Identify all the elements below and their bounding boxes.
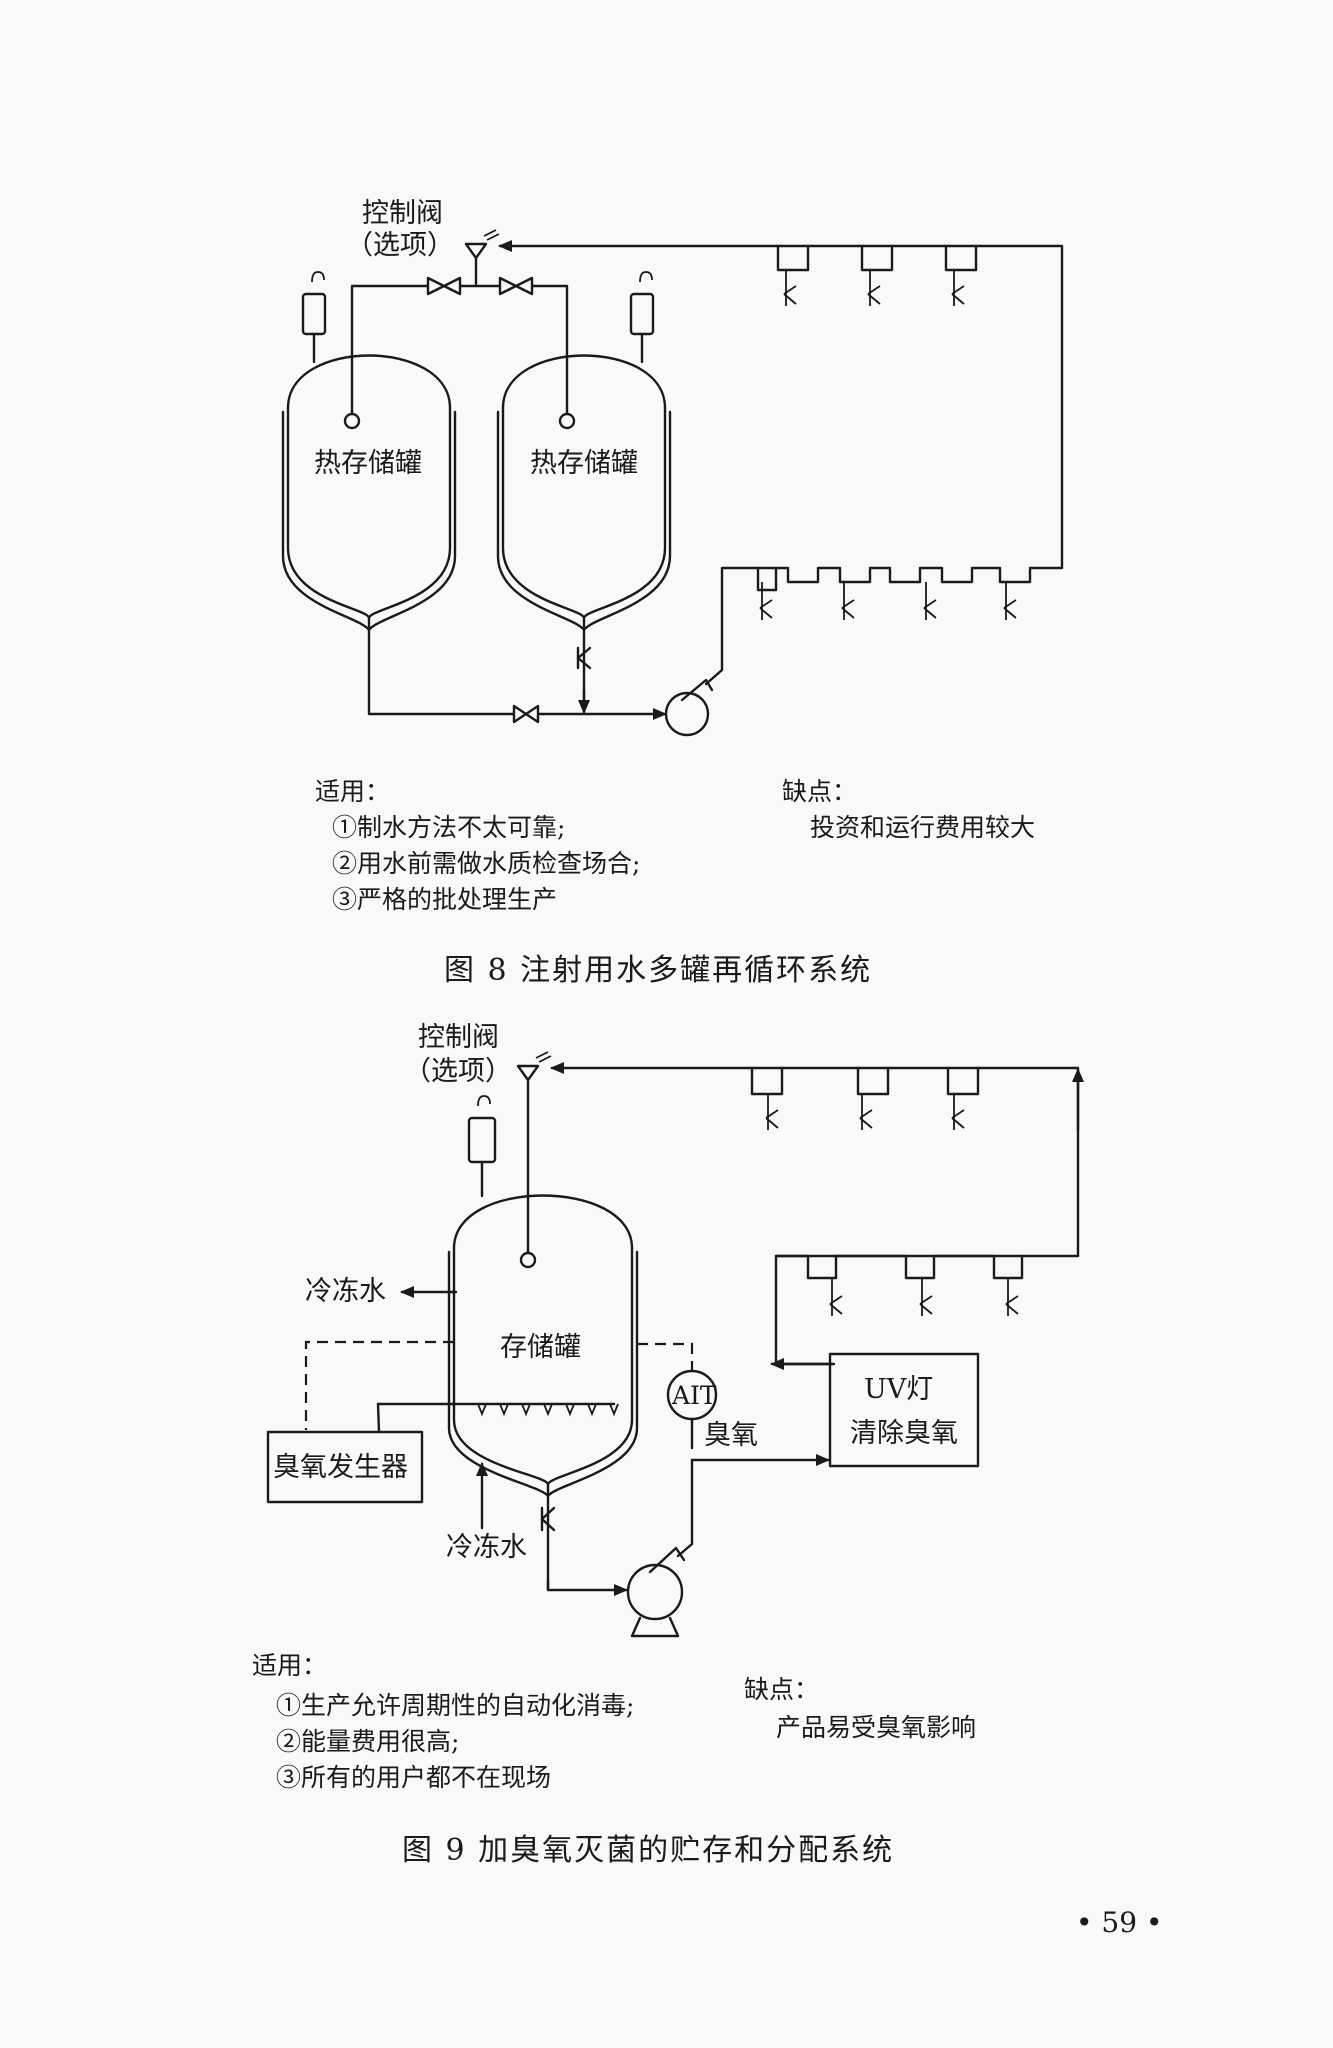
fig8-manifold-line [350,284,569,418]
fig8-applicable-item-2: ②用水前需做水质检查场合; [332,849,640,878]
fig8-tank-left [281,354,457,632]
fig9-applicable-item-2: ②能量费用很高; [276,1727,459,1756]
figure-8: 控制阀 （选项） [281,198,1064,988]
fig9-ait-dashed-line [637,1342,694,1370]
fig8-lower-user-valves [756,566,1017,620]
fig8-bottom-valve-icon [512,704,540,724]
fig8-drawbacks-title: 缺点： [782,777,857,806]
fig8-control-valve-icon [464,229,500,286]
fig9-optional-label: （选项） [404,1056,512,1087]
fig9-return-line [550,1062,1080,1258]
fig8-applicable-title: 适用： [315,777,390,806]
fig8-applicable-item-1: ①制水方法不太可靠; [332,813,565,842]
fig9-control-valve-label: 控制阀 [418,1022,499,1053]
fig9-ozone-dashed-line [304,1340,454,1430]
fig8-vent-filter-left-icon [301,271,327,364]
fig8-pump-icon [664,678,714,737]
fig9-lower-user-valves [829,1278,1019,1316]
fig9-tank-label: 存储罐 [500,1332,581,1363]
fig9-chilled-water-out-label: 冷冻水 [305,1276,386,1307]
fig9-drain-valve-icon [540,1506,556,1532]
fig9-applicable-title: 适用： [252,1651,327,1680]
fig9-drawbacks-item-1: 产品易受臭氧影响 [776,1713,976,1742]
fig8-tank-right [496,354,672,632]
fig8-pump-outlet-line [704,556,1064,686]
fig9-control-valve-icon [516,1051,552,1082]
fig8-optional-label: （选项） [346,230,454,261]
fig8-vent-filter-right-icon [629,271,655,364]
fig9-ait-label: AIT [671,1381,717,1410]
fig9-drawbacks-title: 缺点： [744,1675,819,1704]
figure-9: 控制阀 （选项） 存储罐 冷冻水 [252,1022,1084,1868]
fig9-vent-filter-icon [467,1095,497,1198]
fig9-inlet-icon [519,1251,537,1269]
fig8-return-line [498,240,1064,560]
fig9-applicable-item-1: ①生产允许周期性的自动化消毒; [276,1691,634,1720]
fig8-bottom-line [367,616,667,720]
fig8-upper-loop [776,244,978,272]
fig9-upper-loop [750,1066,980,1096]
fig8-tank-left-label: 热存储罐 [314,448,422,479]
fig8-applicable-item-3: ③严格的批处理生产 [332,885,557,914]
fig9-uv-box [828,1352,980,1468]
fig9-pump-outlet-line [676,1458,694,1558]
fig9-applicable-item-3: ③所有的用户都不在现场 [276,1763,551,1792]
fig9-ozone-label: 臭氧 [704,1420,758,1451]
fig9-chilled-water-in-label: 冷冻水 [446,1532,527,1563]
fig9-to-pump-line [546,1578,628,1596]
fig8-control-valve-label: 控制阀 [362,198,443,229]
fig8-inlet-left-icon [343,412,361,430]
fig9-pump-icon [626,1546,686,1638]
fig8-manifold-valve-left-icon [426,276,462,296]
fig8-tank-right-label: 热存储罐 [530,448,638,479]
fig8-inlet-right-icon [558,412,576,430]
fig9-ozone-generator-box [266,1430,424,1504]
fig8-drain-valve-icon [576,646,592,670]
page-number: • 59 • [1076,1906,1162,1939]
fig8-upper-user-valves [783,270,965,306]
fig8-manifold-valve-right-icon [498,276,534,296]
fig9-caption: 图 9 加臭氧灭菌的贮存和分配系统 [402,1833,894,1868]
fig9-uv-label-1: UV灯 [864,1374,933,1405]
fig8-drawbacks-item-1: 投资和运行费用较大 [810,813,1035,842]
fig9-uv-label-2: 清除臭氧 [850,1418,958,1449]
fig9-upper-user-valves [765,1094,965,1130]
fig8-caption: 图 8 注射用水多罐再循环系统 [444,953,872,988]
fig9-ozone-generator-label: 臭氧发生器 [273,1452,408,1483]
